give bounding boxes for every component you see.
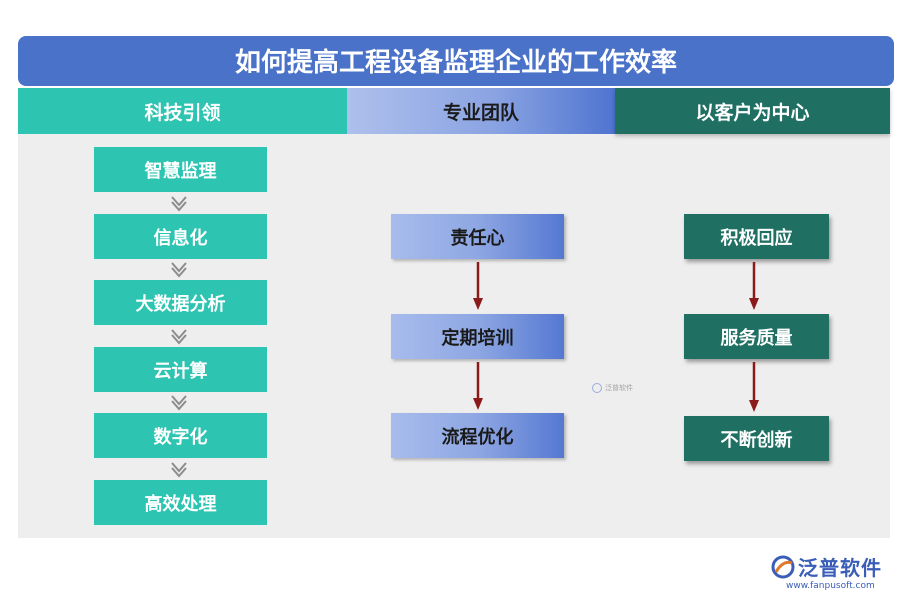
customer-item-service-quality: 服务质量 — [684, 314, 829, 359]
team-item-process-optimization: 流程优化 — [391, 413, 564, 458]
logo-swirl-icon — [771, 555, 795, 579]
tech-item-smart-supervision: 智慧监理 — [94, 147, 267, 192]
tech-item-efficient-processing: 高效处理 — [94, 480, 267, 525]
logo-text: 泛普软件 — [798, 556, 882, 580]
team-item-responsibility: 责任心 — [391, 214, 564, 259]
logo-url: www.fanpusoft.com — [786, 581, 875, 591]
tech-item-big-data: 大数据分析 — [94, 280, 267, 325]
diagram-title: 如何提高工程设备监理企业的工作效率 — [18, 36, 894, 86]
tech-item-digitalization: 数字化 — [94, 413, 267, 458]
tech-item-informatization: 信息化 — [94, 214, 267, 259]
column-header-tech: 科技引领 — [18, 88, 347, 134]
center-watermark: 泛普软件 — [592, 381, 646, 395]
column-header-team: 专业团队 — [347, 88, 615, 134]
tech-item-cloud: 云计算 — [94, 347, 267, 392]
team-item-training: 定期培训 — [391, 314, 564, 359]
brand-logo: 泛普软件 www.fanpusoft.com — [770, 552, 894, 596]
customer-item-active-response: 积极回应 — [684, 214, 829, 259]
customer-item-innovation: 不断创新 — [684, 416, 829, 461]
watermark-logo-icon — [592, 383, 602, 393]
center-watermark-text: 泛普软件 — [605, 384, 633, 392]
column-header-customer: 以客户为中心 — [615, 88, 890, 134]
